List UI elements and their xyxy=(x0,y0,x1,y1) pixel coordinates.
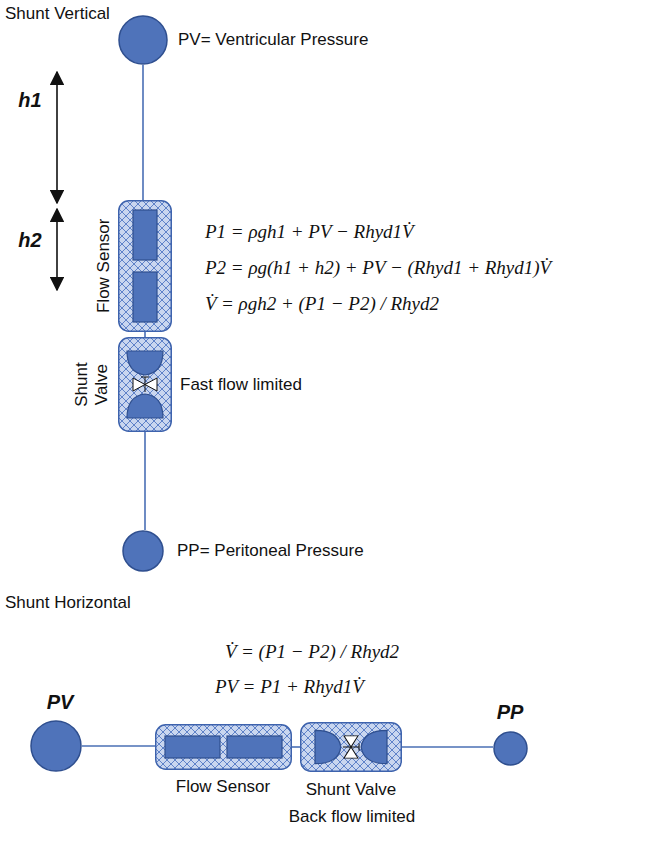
equation: V̇ = ρgh2 + (P1 − P2) / Rhyd2 xyxy=(205,293,439,315)
node-label: PP= Peritoneal Pressure xyxy=(177,541,364,561)
sensor-element xyxy=(165,736,220,758)
sensor-element xyxy=(227,736,282,758)
pressure-circle xyxy=(31,721,81,771)
peritoneum-circle: PP xyxy=(493,731,528,766)
valve-symbol xyxy=(127,351,163,418)
node-outline xyxy=(118,200,172,332)
valve-symbol xyxy=(315,730,387,763)
node-label: Flow Sensor xyxy=(94,219,114,313)
node-label: PV xyxy=(47,691,74,714)
pressure-circle xyxy=(123,531,163,571)
node-label: PV= Ventricular Pressure xyxy=(178,30,368,50)
ventricle-circle: PV= Ventricular Pressure xyxy=(118,15,168,65)
node-label: Shunt Valve xyxy=(306,780,396,800)
node-outline xyxy=(30,720,82,772)
node-label: Flow Sensor xyxy=(176,777,270,797)
flow-sensor: Flow Sensor xyxy=(118,200,172,332)
height-label: h1 xyxy=(18,89,41,112)
peritoneum-circle: PP= Peritoneal Pressure xyxy=(122,530,164,572)
section-title: Shunt Horizontal xyxy=(5,593,131,613)
height-arrow xyxy=(56,72,58,203)
equation: PV = P1 + Rhyd1V̇ xyxy=(215,676,364,698)
tube-line xyxy=(292,746,300,748)
tube-line xyxy=(402,746,493,748)
sensor-element xyxy=(133,272,157,322)
pressure-circle xyxy=(119,16,167,64)
hatched-housing xyxy=(301,723,402,772)
tube-line xyxy=(144,432,146,530)
equation: P1 = ρgh1 + PV − Rhyd1V̇ xyxy=(205,221,414,243)
height-arrow xyxy=(56,209,58,290)
ventricle-circle: PV xyxy=(30,720,82,772)
tube-line xyxy=(142,65,144,200)
shunt-valve: Shunt Valve xyxy=(300,722,402,772)
node-label: Shunt Valve xyxy=(72,359,111,411)
node-outline xyxy=(155,724,292,770)
equation: P2 = ρg(h1 + h2) + PV − (Rhyd1 + Rhyd1)V… xyxy=(205,257,551,279)
node-label: PP xyxy=(497,701,524,724)
shunt-valve: Shunt Valve xyxy=(118,337,172,432)
hatched-housing xyxy=(119,201,172,332)
valve-note: Fast flow limited xyxy=(180,375,302,395)
node-outline xyxy=(122,530,164,572)
sensor-element xyxy=(133,210,157,260)
section-title: Shunt Vertical xyxy=(5,4,110,24)
flow-sensor: Flow Sensor xyxy=(155,724,292,770)
height-label: h2 xyxy=(18,229,41,252)
node-outline xyxy=(300,722,402,772)
pressure-circle xyxy=(494,732,527,765)
tube-line xyxy=(82,745,155,747)
tube-line xyxy=(144,332,146,337)
valve-note: Back flow limited xyxy=(289,807,416,827)
hatched-housing xyxy=(119,338,172,432)
node-outline xyxy=(493,731,528,766)
hatched-housing xyxy=(156,725,292,770)
equation: V̇ = (P1 − P2) / Rhyd2 xyxy=(225,641,399,663)
node-outline xyxy=(118,15,168,65)
node-outline xyxy=(118,337,172,432)
